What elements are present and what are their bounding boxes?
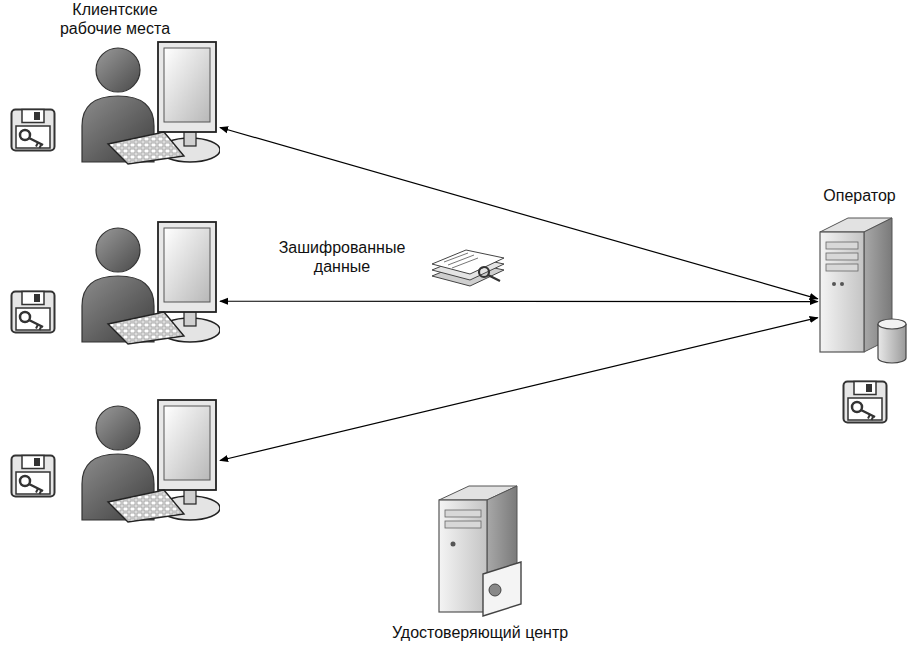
certification-center-server-icon <box>439 486 521 616</box>
edge-label: Зашифрованные данные <box>265 238 419 276</box>
client-workstation-icon <box>82 42 220 164</box>
client-workstation-figure <box>80 220 220 345</box>
client-workstation <box>80 398 220 523</box>
operator-server-figure <box>812 212 907 372</box>
client-workstation-icon <box>82 222 220 344</box>
client-workstation-figure <box>80 40 220 165</box>
key-floppy-icon <box>844 382 887 423</box>
certification-center-server: Удостоверяющий центр <box>376 478 584 642</box>
node-label: Оператор <box>802 186 912 205</box>
encrypted-docs-icon <box>432 250 504 286</box>
connector-arrow <box>220 128 818 299</box>
node-label: Клиентские рабочие места <box>40 0 190 38</box>
operator-server: Оператор <box>812 186 907 374</box>
key-floppy-icon <box>12 110 55 151</box>
node-label: Удостоверяющий центр <box>376 623 584 642</box>
client-workstation-figure <box>80 398 220 523</box>
client-workstation <box>80 220 220 345</box>
connector-arrow <box>220 301 818 303</box>
client-workstation-icon <box>82 400 220 522</box>
operator-server-icon <box>820 218 906 363</box>
connector-arrow <box>220 318 818 461</box>
certification-center-server-figure <box>425 478 535 618</box>
key-floppy-icon <box>12 456 55 497</box>
client-workstation: Клиентские рабочие места <box>80 40 220 165</box>
key-floppy-icon <box>12 292 55 333</box>
